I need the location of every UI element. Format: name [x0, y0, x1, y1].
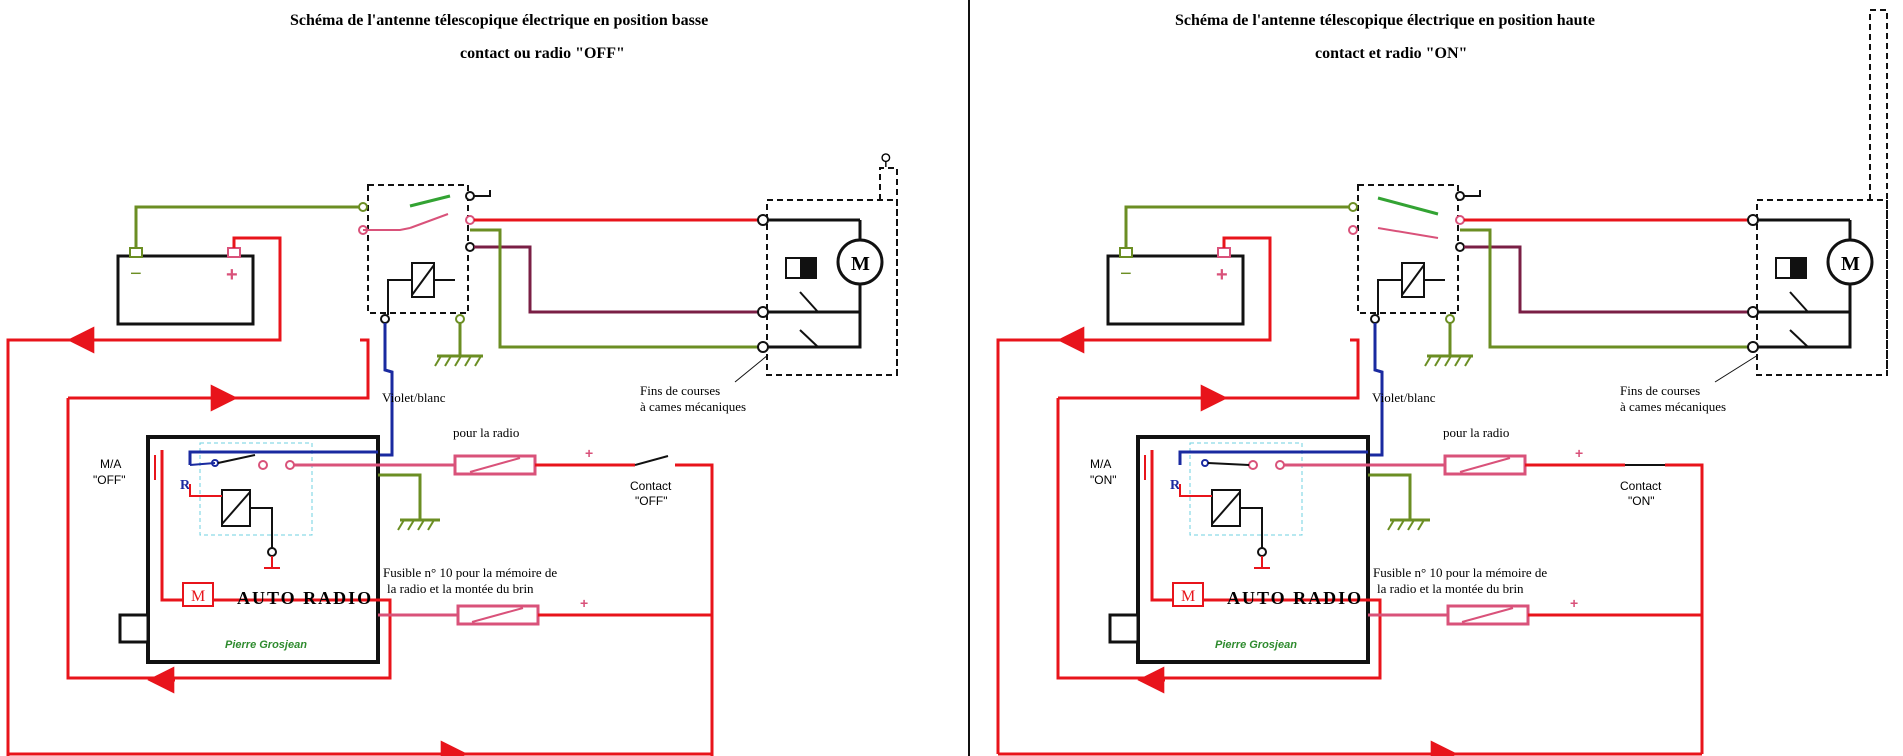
label-memory: M — [191, 588, 205, 605]
memory-icon — [182, 582, 214, 607]
ground-symbol — [1424, 355, 1472, 367]
battery-negative-terminal — [129, 247, 143, 258]
radio-connector — [118, 613, 150, 644]
label-author: Pierre Grosjean — [225, 639, 307, 651]
wire-violet-white — [360, 323, 394, 457]
battery-positive-terminal — [227, 247, 241, 258]
battery — [116, 254, 255, 326]
fuse-radio-plus: + — [1575, 445, 1583, 461]
panel-title-line1: Schéma de l'antenne télescopique électri… — [1175, 12, 1595, 29]
label-fuse-line2: la radio et la montée du brin — [387, 581, 534, 596]
wire-relay-motor-maroon — [474, 245, 763, 314]
label-for-radio: pour la radio — [1443, 425, 1509, 440]
label-ma: M/A — [1090, 457, 1111, 471]
battery-positive-terminal — [1217, 247, 1231, 258]
label-auto-radio: AUTO RADIO — [237, 588, 373, 608]
wire-relay-limit-green — [470, 228, 763, 349]
memory-icon — [1172, 582, 1204, 607]
fuse-memory-plus: + — [580, 595, 588, 611]
label-r: R — [1170, 478, 1181, 493]
label-limit-switch-2: à cames mécaniques — [1620, 399, 1726, 414]
battery-minus-label: − — [130, 263, 142, 285]
label-ma: M/A — [100, 457, 121, 471]
ground-symbol — [434, 355, 482, 367]
label-limit-switch-1: Fins de courses — [1620, 383, 1700, 398]
label-contact: Contact — [630, 479, 672, 493]
wire-battery-positive — [6, 236, 282, 756]
relay-switch-green — [1377, 196, 1439, 216]
label-contact-state: "ON" — [1628, 494, 1655, 508]
relay-switch-pink — [409, 213, 449, 229]
label-fuse-line1: Fusible n° 10 pour la mémoire de — [383, 565, 557, 580]
label-memory: M — [1181, 588, 1195, 605]
battery-negative-terminal — [1119, 247, 1133, 258]
wire-ground-battery — [134, 205, 360, 248]
antenna-mast — [879, 167, 898, 375]
relay-switch-green — [409, 194, 451, 208]
label-auto-radio: AUTO RADIO — [1227, 588, 1363, 608]
label-contact-state: "OFF" — [635, 494, 668, 508]
motor-box — [766, 199, 898, 376]
label-ma-state: "ON" — [1090, 473, 1117, 487]
auto-radio-box — [146, 435, 380, 664]
battery-plus-label: + — [1216, 264, 1228, 286]
label-ma-state: "OFF" — [93, 473, 126, 487]
radio-relay-frame — [1189, 442, 1303, 536]
motor-label: M — [1841, 253, 1860, 275]
fuse-radio-plus: + — [585, 445, 593, 461]
antenna-tip: ⚲ — [880, 152, 892, 169]
radio-relay-frame — [199, 442, 313, 536]
antenna-mast — [1869, 9, 1888, 375]
label-contact: Contact — [1620, 479, 1662, 493]
label-fuse-line2: la radio et la montée du brin — [1377, 581, 1524, 596]
motor-label: M — [851, 253, 870, 275]
panel-antenna-up: Schéma de l'antenne télescopique électri… — [996, 9, 1888, 756]
label-limit-switch-1: Fins de courses — [640, 383, 720, 398]
panel-title-line2: contact ou radio "OFF" — [460, 45, 625, 62]
label-for-radio: pour la radio — [453, 425, 519, 440]
label-limit-switch-2: à cames mécaniques — [640, 399, 746, 414]
contact-switch — [634, 455, 669, 466]
battery — [1106, 254, 1245, 326]
label-violet-white: Violet/blanc — [1372, 390, 1436, 405]
panel-title-line1: Schéma de l'antenne télescopique électri… — [290, 12, 708, 29]
auto-radio-box — [1136, 435, 1370, 664]
relay-switch-pink — [1377, 227, 1439, 239]
motor-box — [1756, 199, 1888, 376]
fuse-memory-plus: + — [1570, 595, 1578, 611]
battery-minus-label: − — [1120, 263, 1132, 285]
label-author: Pierre Grosjean — [1215, 639, 1297, 651]
battery-plus-label: + — [226, 264, 238, 286]
wire-radio-loop — [66, 398, 392, 680]
panel-antenna-down: Schéma de l'antenne télescopique électri… — [6, 12, 898, 756]
radio-connector — [1108, 613, 1140, 644]
label-fuse-line1: Fusible n° 10 pour la mémoire de — [1373, 565, 1547, 580]
panel-title-line2: contact et radio "ON" — [1315, 45, 1467, 62]
label-r: R — [180, 478, 191, 493]
label-violet-white: Violet/blanc — [382, 390, 446, 405]
